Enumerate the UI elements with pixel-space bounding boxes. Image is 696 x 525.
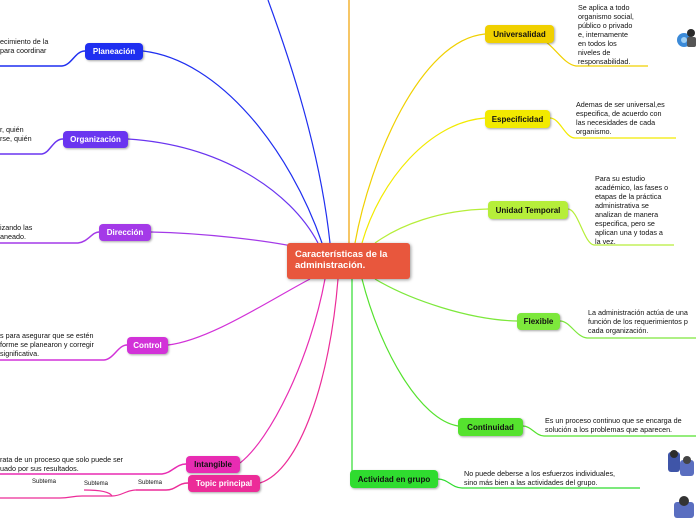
topic-intangible[interactable]: Intangible: [186, 456, 240, 473]
topic-label: Intangible: [194, 460, 232, 469]
description-actividad: No puede deberse a los esfuerzos individ…: [464, 469, 616, 487]
central-topic-line1: Características de la: [295, 249, 388, 260]
subtopic-1[interactable]: Subtema: [138, 480, 163, 486]
topic-planeacion[interactable]: Planeación: [85, 43, 143, 60]
connector-topic-principal: [259, 278, 339, 484]
connector-flexible: [374, 278, 518, 322]
connector-top-left: [267, 0, 331, 244]
underline-flexible: [559, 320, 696, 339]
underline-intangible: [0, 463, 187, 475]
topic-label: Dirección: [106, 228, 144, 237]
team-icon: [664, 448, 696, 480]
topic-unidad-temporal[interactable]: Unidad Temporal: [488, 201, 568, 219]
topic-especificidad[interactable]: Especificidad: [485, 110, 550, 128]
underline-actividad: [437, 478, 640, 489]
connector-intangible: [239, 278, 326, 464]
topic-flexible[interactable]: Flexible: [517, 313, 560, 330]
connector-planeacion: [142, 50, 323, 244]
connector-continuidad: [361, 278, 459, 427]
subtopic-3[interactable]: Subtema: [32, 479, 57, 485]
topic-actividad-en-grupo[interactable]: Actividad en grupo: [350, 470, 438, 488]
subtopic-line-3: [83, 489, 113, 497]
central-topic-line2: administración.: [295, 260, 366, 271]
topic-continuidad[interactable]: Continuidad: [458, 418, 523, 436]
subtopic-line-2: [0, 495, 83, 499]
underline-especificidad: [549, 117, 676, 139]
topic-universalidad[interactable]: Universalidad: [485, 25, 554, 43]
topic-label: Especificidad: [491, 114, 544, 124]
topic-label: Continuidad: [467, 422, 514, 432]
underline-control: [0, 344, 128, 361]
central-topic[interactable]: Características de la administración.: [287, 243, 410, 279]
topic-label: Flexible: [523, 317, 554, 326]
topic-label: Control: [133, 341, 162, 350]
topic-label: Planeación: [92, 47, 136, 56]
topic-label: Organización: [70, 135, 121, 144]
connector-unidad-temporal: [374, 208, 489, 244]
connector-universalidad: [354, 33, 486, 244]
topic-label: Unidad Temporal: [495, 205, 561, 215]
connector-especificidad: [361, 117, 486, 244]
topic-direccion[interactable]: Dirección: [99, 224, 151, 241]
underline-planeacion: [0, 50, 86, 67]
underline-continuidad: [522, 425, 696, 437]
topic-label: Universalidad: [493, 29, 546, 39]
topic-organizacion[interactable]: Organización: [63, 131, 128, 148]
underline-direccion: [0, 231, 100, 244]
topic-label: Topic principal: [195, 479, 253, 488]
globe-people-icon: [676, 24, 696, 50]
underline-topic-principal: [136, 482, 189, 491]
topic-principal[interactable]: Topic principal: [188, 475, 260, 492]
underline-organizacion: [0, 138, 64, 155]
connector-control: [167, 278, 311, 346]
group-icon: [672, 494, 696, 520]
subtopic-2[interactable]: Subtema: [84, 481, 109, 487]
description-continuidad: Es un proceso continuo que se encarga de…: [545, 416, 682, 434]
topic-label: Actividad en grupo: [357, 474, 431, 484]
underline-unidad: [567, 208, 674, 246]
subtopic-line-1: [82, 489, 137, 497]
connector-organizacion: [127, 138, 319, 244]
topic-control[interactable]: Control: [127, 337, 168, 354]
